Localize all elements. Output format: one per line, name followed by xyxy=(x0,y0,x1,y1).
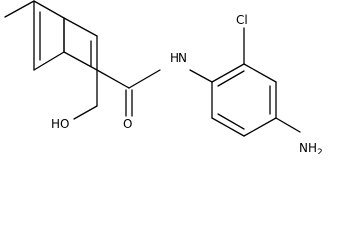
carbonyl-nitrogen-bond xyxy=(128,69,161,89)
nitrogen-aryl-bond xyxy=(189,69,213,83)
amine-label: NH2 xyxy=(299,141,323,154)
chloro-label: Cl xyxy=(236,13,248,27)
amine-label-main: NH xyxy=(299,141,317,154)
ring-a-bond-6 xyxy=(63,51,98,71)
ring-a-bond-3 xyxy=(33,51,65,71)
ring-a-bond-5 xyxy=(63,17,98,37)
ring-b-bond-5 xyxy=(211,117,245,137)
amine-label-subscript: 2 xyxy=(317,148,323,154)
bonds xyxy=(4,0,301,137)
aryl-carbonyl-bond xyxy=(96,69,130,89)
ring-b-bond-2 xyxy=(243,63,277,83)
ring-b-double-bond-3 xyxy=(217,113,245,130)
ring-b-bond-4 xyxy=(243,117,277,137)
hydroxyl-label: HO xyxy=(51,117,69,131)
carbonyl-oxygen-label: O xyxy=(123,117,132,131)
oh-bond xyxy=(73,105,98,120)
ring-b-bond-1 xyxy=(211,63,245,83)
amide-nitrogen-label: N xyxy=(178,51,187,65)
methyl-bond xyxy=(4,0,35,18)
amine-bond xyxy=(275,117,301,133)
amide-hydrogen-label: H xyxy=(170,51,179,65)
atom-labels: O HO H N Cl NH2 xyxy=(51,13,323,154)
chemical-structure-diagram: O HO H N Cl NH2 xyxy=(4,0,323,154)
ring-b-double-bond-1 xyxy=(217,70,245,87)
ring-a-bond-1 xyxy=(33,0,65,19)
